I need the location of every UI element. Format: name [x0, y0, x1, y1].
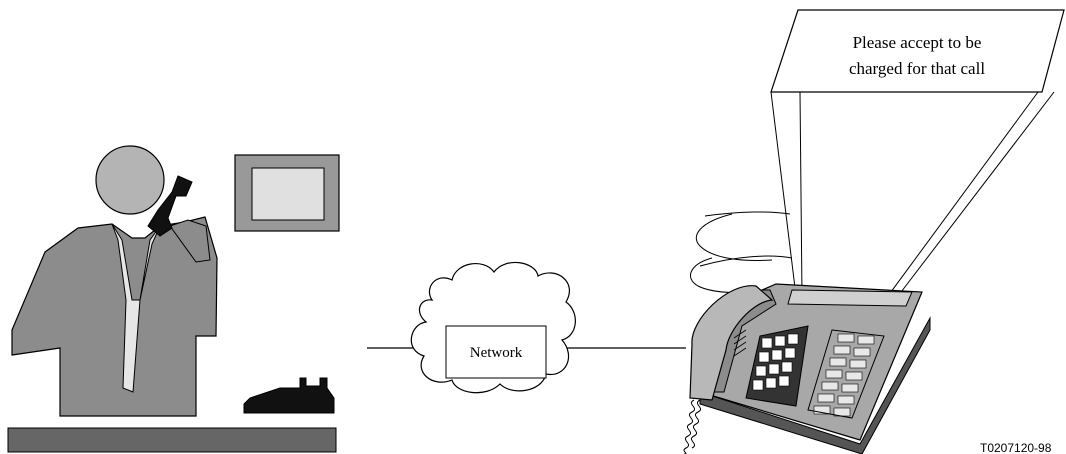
- callout-line-2: charged for that call: [849, 59, 985, 78]
- callout-projection: [771, 92, 1054, 296]
- desk: [8, 428, 336, 452]
- telephone-icon: [684, 284, 930, 454]
- network-label: Network: [470, 345, 523, 361]
- phone-cord: [684, 400, 701, 454]
- callout-line-1: Please accept to be: [853, 33, 982, 52]
- figure-id: T0207120-98: [980, 441, 1052, 454]
- wall-monitor: [235, 155, 339, 231]
- desk-phone-icon: [244, 378, 334, 413]
- ring-waves: [690, 212, 792, 293]
- attendant-figure: [12, 146, 217, 416]
- phone-display: [788, 290, 912, 306]
- attendant-head: [96, 146, 164, 214]
